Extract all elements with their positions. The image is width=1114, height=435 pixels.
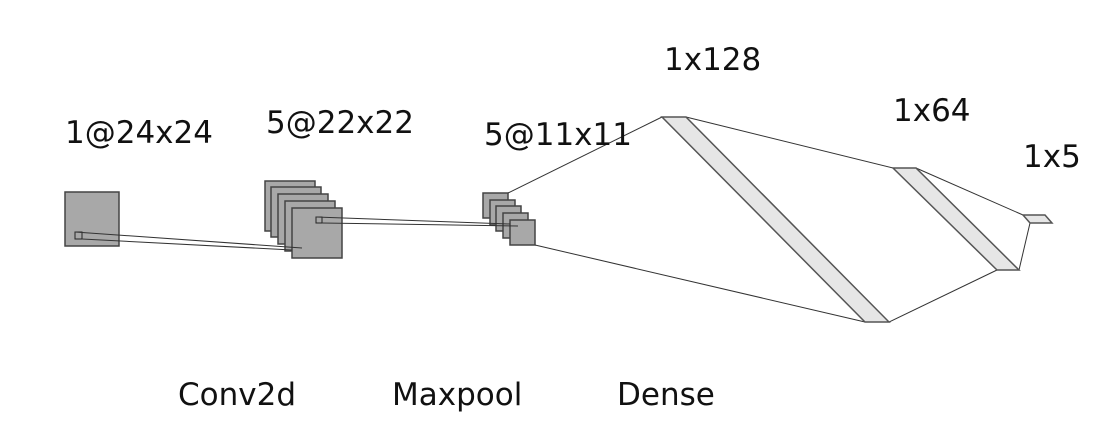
conv-connection-bottom	[81, 238, 293, 251]
pool-connection-top	[315, 216, 511, 225]
pool-map-5	[509, 219, 536, 246]
conv-connection-top	[74, 231, 303, 249]
dense64-connection-bottom	[888, 269, 998, 323]
dense64-layer-label: 1x64	[893, 93, 971, 129]
conv-feature-maps	[264, 180, 343, 259]
conv2d-operation-label: Conv2d	[178, 377, 297, 413]
input-map-square	[64, 191, 120, 247]
output-connection-bottom	[1018, 222, 1031, 271]
dense128-layer-label: 1x128	[664, 42, 762, 78]
dense-layer-64	[891, 167, 1021, 271]
dense128-connection-bottom	[534, 244, 866, 323]
conv-map-5	[291, 207, 343, 259]
output-connection-top	[915, 167, 1024, 216]
pool-layer-label: 5@11x11	[484, 117, 632, 153]
dense64-connection-top	[685, 116, 894, 169]
output-layer-label: 1x5	[1023, 139, 1081, 175]
conv-layer-label: 5@22x22	[266, 105, 414, 141]
connection-lines	[74, 116, 1031, 323]
pool-connection-bottom	[321, 222, 519, 227]
output-layer-5	[1021, 214, 1054, 224]
maxpool-operation-label: Maxpool	[392, 377, 523, 413]
input-feature-map	[64, 191, 120, 247]
dense-layer-128	[660, 116, 891, 323]
input-layer-label: 1@24x24	[65, 115, 213, 151]
dense128-connection-top	[507, 116, 663, 194]
pool-feature-maps	[482, 192, 536, 246]
dense-operation-label: Dense	[617, 377, 715, 413]
